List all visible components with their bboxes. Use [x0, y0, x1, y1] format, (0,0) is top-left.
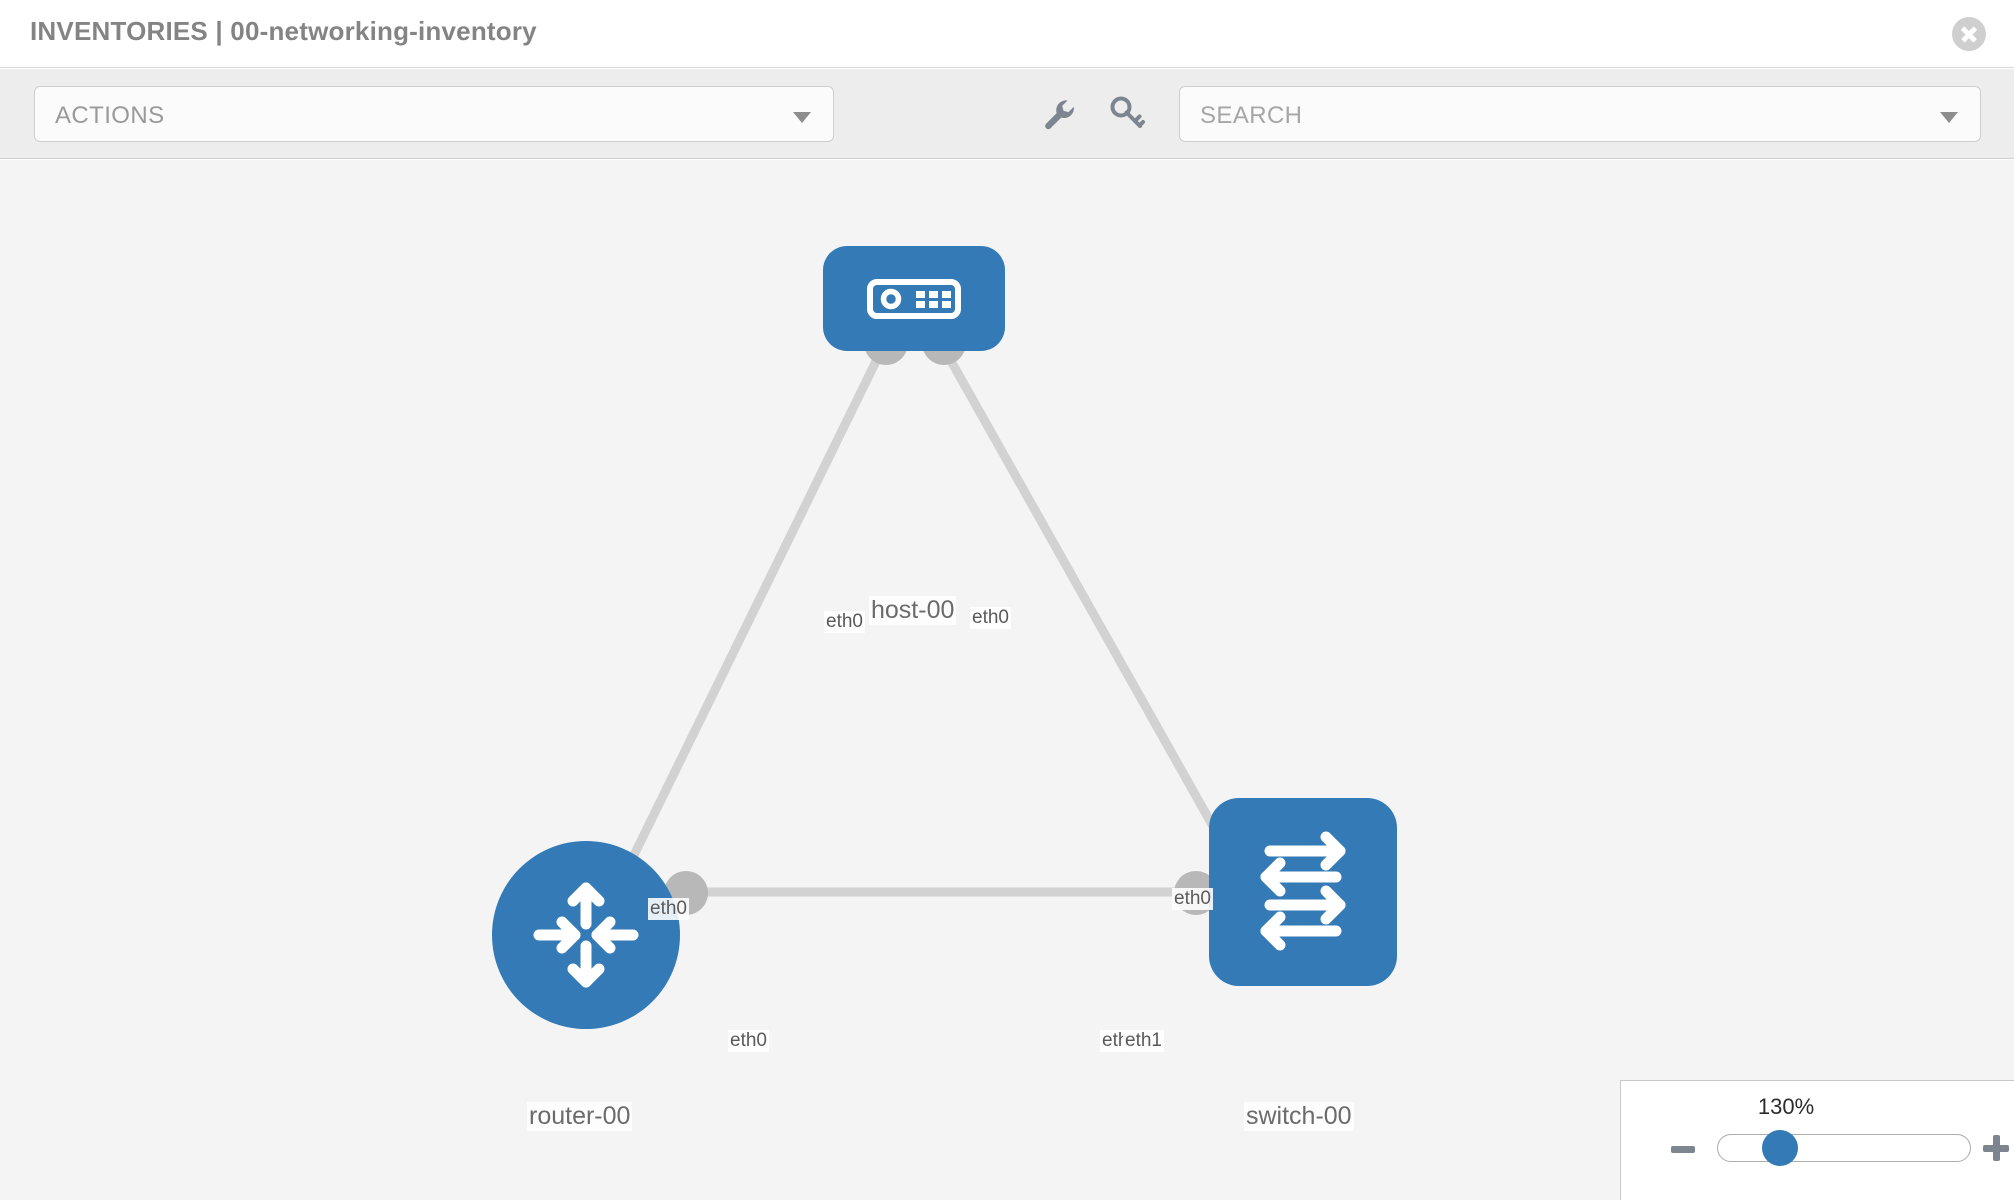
zoom-slider-thumb[interactable]	[1762, 1130, 1798, 1166]
key-icon[interactable]	[1106, 93, 1148, 135]
node-host-00-shape[interactable]	[823, 246, 1005, 351]
actions-dropdown[interactable]: ACTIONS	[34, 86, 834, 142]
topology-canvas[interactable]: host-00 router-00	[0, 160, 2014, 1200]
node-router-00-shape[interactable]	[492, 841, 680, 1029]
zoom-control-panel: 130%	[1620, 1080, 2014, 1200]
server-icon	[867, 278, 961, 319]
minus-icon[interactable]	[1671, 1146, 1695, 1153]
page-title: INVENTORIES | 00-networking-inventory	[30, 16, 537, 46]
node-host-00-label: host-00	[869, 596, 957, 625]
edge-label-router-uplink-eth0: eth0	[648, 898, 689, 920]
zoom-percent-label: 130%	[1757, 1094, 1815, 1119]
edge-label-switch-overlap-eth0: eth	[1100, 1030, 1131, 1052]
edge-label-switch-uplink-eth0: eth0	[1172, 888, 1213, 910]
edge-label-host-right-eth0: eth0	[970, 607, 1011, 629]
router-arrows-icon	[533, 882, 639, 988]
edge-label-switch-eth1: eth1	[1123, 1030, 1164, 1052]
switch-arrows-icon	[1260, 831, 1346, 951]
toolbar: ACTIONS SEARCH	[0, 69, 2014, 159]
node-router-00-label: router-00	[527, 1102, 633, 1131]
search-placeholder: SEARCH	[1200, 102, 1303, 129]
link-host-switch[interactable]	[938, 342, 1236, 863]
actions-dropdown-label: ACTIONS	[55, 102, 165, 129]
page-header: INVENTORIES | 00-networking-inventory	[0, 0, 2014, 68]
chevron-down-icon	[793, 112, 811, 123]
edge-label-router-eth0: eth0	[728, 1030, 769, 1052]
node-switch-00-shape[interactable]	[1209, 798, 1397, 986]
wrench-icon[interactable]	[1038, 93, 1080, 135]
search-input[interactable]: SEARCH	[1179, 86, 1981, 142]
topology-links	[607, 321, 1254, 915]
plus-icon[interactable]	[1983, 1135, 2009, 1161]
node-switch-00-label: switch-00	[1244, 1102, 1354, 1131]
topology-graph: host-00 router-00	[0, 160, 2014, 1200]
chevron-down-icon[interactable]	[1940, 112, 1958, 123]
close-icon[interactable]	[1952, 17, 1986, 51]
edge-label-host-left-eth0: eth0	[824, 611, 865, 633]
zoom-slider-track[interactable]	[1717, 1134, 1971, 1162]
link-host-router[interactable]	[607, 343, 889, 902]
